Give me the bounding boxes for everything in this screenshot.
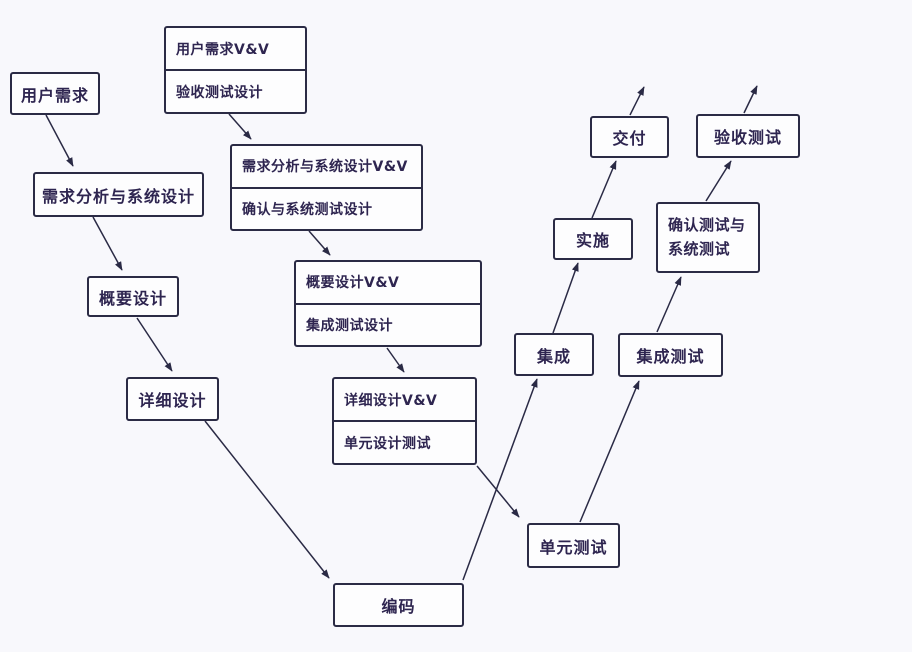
arrow-confirm-system-test-to-acceptance-test [705,160,732,202]
node-user-requirements-vv-line1: 用户需求V&V [176,41,270,58]
node-coding: 编码 [333,583,464,627]
node-integration-label: 集成 [536,346,571,366]
node-unit-design-test: 单元设计测试 [334,420,475,463]
arrow-req-analysis-vv-to-outline-design-vv [308,230,331,256]
arrow-user-req-vv-to-req-analysis-vv [228,113,252,140]
arrow-detail-design-to-coding [204,420,330,579]
node-integration-test-label: 集成测试 [636,347,705,366]
node-detail-design: 详细设计 [126,377,219,421]
node-acceptance-test-design: 验收测试设计 [166,69,305,112]
node-detail-design-vv-line1: 详细设计V&V [344,392,438,409]
arrow-user-req-to-req-analysis [45,114,74,167]
node-confirm-and-system-test-line1: 确认测试与 [668,216,746,235]
arrow-delivery-exit [629,86,645,116]
node-confirm-system-test-design: 确认与系统测试设计 [232,186,421,230]
node-requirements-analysis-system-design-label: 需求分析与系统设计 [41,186,195,206]
node-outline-design-label: 概要设计 [98,288,167,308]
arrow-req-analysis-to-outline-design [92,216,123,271]
node-requirements-analysis-vv-line1: 需求分析与系统设计V&V [242,159,408,176]
node-delivery-label: 交付 [612,129,647,148]
node-integration-test-design: 集成测试设计 [296,302,480,346]
node-unit-test: 单元测试 [527,523,620,568]
arrow-detail-design-vv-to-unit-test [476,465,520,518]
node-user-requirements: 用户需求 [10,72,100,115]
node-confirm-and-system-test-line2: 系统测试 [668,239,731,258]
arrow-coding-to-integration [462,378,538,581]
node-integration-test: 集成测试 [618,333,723,377]
node-user-requirements-label: 用户需求 [20,85,89,105]
node-integration: 集成 [514,333,594,376]
node-outline-design: 概要设计 [87,276,179,317]
node-outline-design-vv-line1: 概要设计V&V [306,275,400,292]
node-acceptance-test-label: 验收测试 [713,128,782,147]
node-outline-design-vv: 概要设计V&V 集成测试设计 [294,260,482,347]
node-coding-label: 编码 [381,597,416,616]
node-detail-design-vv: 详细设计V&V 单元设计测试 [332,377,477,465]
arrow-outline-design-vv-to-detail-design-vv [386,347,405,373]
node-implementation: 实施 [553,218,633,260]
arrow-integration-to-implementation [552,262,579,334]
node-requirements-analysis-vv: 需求分析与系统设计V&V 确认与系统测试设计 [230,144,423,231]
arrow-implementation-to-delivery [591,160,617,219]
node-detail-design-label: 详细设计 [138,391,207,410]
node-requirements-analysis-system-design: 需求分析与系统设计 [33,172,204,217]
arrow-outline-design-to-detail-design [136,317,173,372]
node-acceptance-test: 验收测试 [696,114,800,158]
node-unit-test-label: 单元测试 [539,537,608,557]
arrow-acceptance-test-exit [743,85,758,114]
node-implementation-label: 实施 [575,231,610,250]
node-confirm-and-system-test: 确认测试与 系统测试 [656,202,760,273]
arrow-unit-test-to-integration-test [579,380,640,523]
node-user-requirements-vv: 用户需求V&V 验收测试设计 [164,26,307,114]
arrow-integration-test-to-confirm-system-test [656,276,682,333]
node-delivery: 交付 [590,116,669,158]
